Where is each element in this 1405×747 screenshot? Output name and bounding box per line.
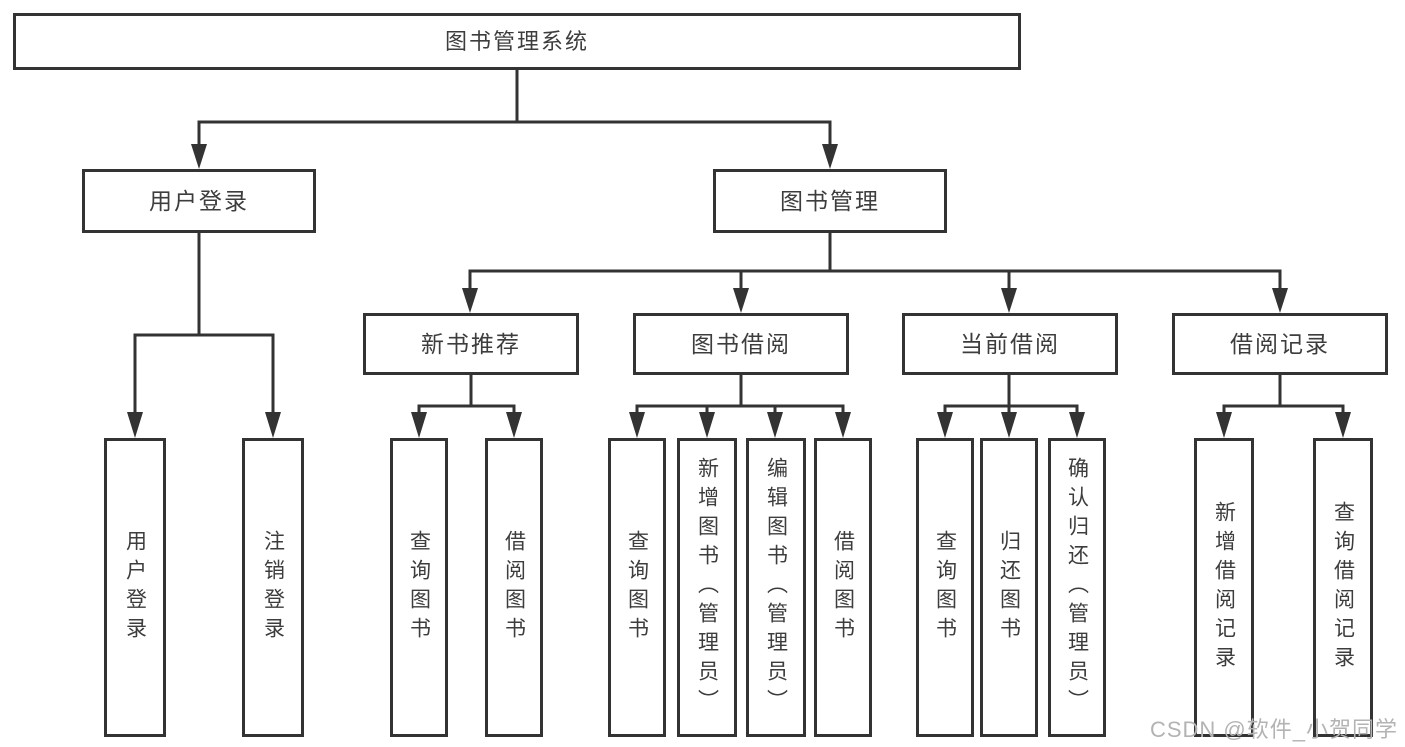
- node-user-login: 用户登录: [82, 169, 316, 233]
- leaf-query-borrow-record: 查询借阅记录: [1313, 438, 1373, 737]
- node-library-management-system: 图书管理系统: [13, 13, 1021, 70]
- leaf-query-books-borrowing-label: 查询图书: [625, 529, 649, 646]
- leaf-query-books-current-label: 查询图书: [933, 529, 957, 646]
- node-book-management: 图书管理: [713, 169, 947, 233]
- node-current-borrowing: 当前借阅: [902, 313, 1118, 375]
- leaf-add-book-admin-label: 新增图书（管理员）: [695, 457, 719, 718]
- leaf-confirm-return-admin-label: 确认归还（管理员）: [1065, 457, 1089, 718]
- leaf-query-books-borrowing: 查询图书: [608, 438, 666, 737]
- leaf-logout-login: 注销登录: [242, 438, 304, 737]
- leaf-confirm-return-admin: 确认归还（管理员）: [1048, 438, 1106, 737]
- node-borrow-records-label: 借阅记录: [1230, 330, 1330, 357]
- leaf-user-login-label: 用户登录: [123, 529, 147, 646]
- node-user-login-label: 用户登录: [149, 187, 249, 214]
- node-new-book-recommend-label: 新书推荐: [421, 330, 521, 357]
- leaf-user-login: 用户登录: [104, 438, 166, 737]
- leaf-add-book-admin: 新增图书（管理员）: [677, 438, 737, 737]
- leaf-query-books-current: 查询图书: [916, 438, 974, 737]
- leaf-return-book-label: 归还图书: [997, 529, 1021, 646]
- leaf-logout-login-label: 注销登录: [261, 529, 285, 646]
- watermark: CSDN @软件_小贺同学: [1149, 717, 1398, 742]
- leaf-borrow-books-recommend: 借阅图书: [485, 438, 543, 737]
- leaf-add-borrow-record-label: 新增借阅记录: [1212, 500, 1236, 675]
- node-book-management-label: 图书管理: [780, 187, 880, 214]
- leaf-borrow-books-borrowing: 借阅图书: [814, 438, 872, 737]
- node-current-borrowing-label: 当前借阅: [960, 330, 1060, 357]
- node-book-borrowing: 图书借阅: [633, 313, 849, 375]
- leaf-edit-book-admin: 编辑图书（管理员）: [746, 438, 806, 737]
- leaf-edit-book-admin-label: 编辑图书（管理员）: [764, 457, 788, 718]
- node-borrow-records: 借阅记录: [1172, 313, 1388, 375]
- leaf-borrow-books-borrowing-label: 借阅图书: [831, 529, 855, 646]
- node-book-borrowing-label: 图书借阅: [691, 330, 791, 357]
- node-library-management-system-label: 图书管理系统: [444, 28, 589, 54]
- leaf-query-borrow-record-label: 查询借阅记录: [1331, 500, 1355, 675]
- leaf-query-books-recommend: 查询图书: [390, 438, 448, 737]
- node-new-book-recommend: 新书推荐: [363, 313, 579, 375]
- leaf-borrow-books-recommend-label: 借阅图书: [502, 529, 526, 646]
- leaf-query-books-recommend-label: 查询图书: [407, 529, 431, 646]
- leaf-add-borrow-record: 新增借阅记录: [1194, 438, 1254, 737]
- leaf-return-book: 归还图书: [980, 438, 1038, 737]
